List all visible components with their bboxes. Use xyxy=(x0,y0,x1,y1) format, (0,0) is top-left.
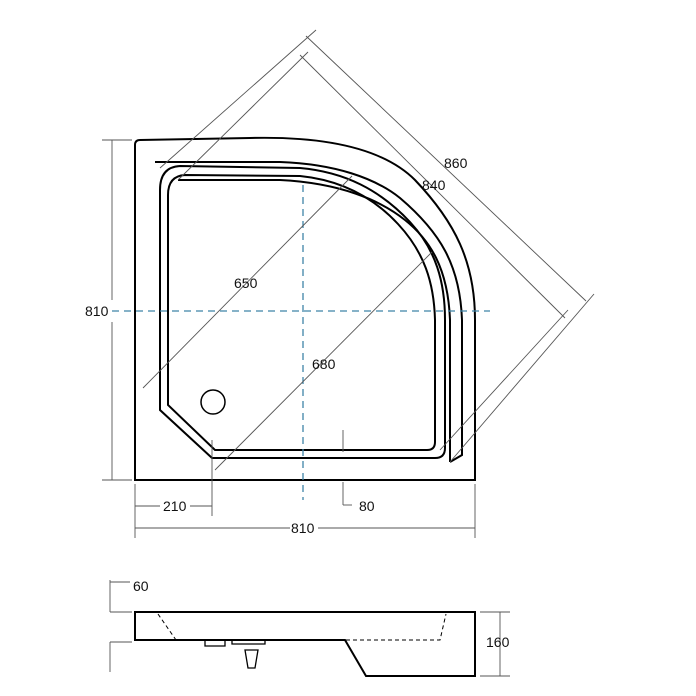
dimension-rim-80 xyxy=(342,430,352,506)
label-outer-width-810: 810 xyxy=(291,520,315,536)
diagonal-dimensions xyxy=(142,29,595,516)
side-drain-body xyxy=(204,640,266,647)
label-corner-210: 210 xyxy=(163,498,187,514)
diag-840-line xyxy=(299,54,566,319)
basin-inner-outline xyxy=(167,173,436,451)
drain-circle xyxy=(200,389,226,415)
diag-840-ext-bottom xyxy=(439,309,569,451)
label-outer-height-810: 810 xyxy=(85,303,109,319)
diag-840-ext-top xyxy=(177,51,309,181)
label-diagonal-840: 840 xyxy=(422,177,446,193)
side-profile-outline xyxy=(134,611,476,677)
dimension-width-810 xyxy=(134,484,476,538)
side-drain-pipe xyxy=(244,649,259,669)
label-diagonal-860: 860 xyxy=(444,155,468,171)
diag-650-line xyxy=(142,175,353,389)
diag-860-ext-top xyxy=(159,29,317,169)
side-hidden-basin xyxy=(157,613,447,641)
diag-860-line xyxy=(305,35,587,302)
label-radius-680: 680 xyxy=(312,356,336,372)
tray-outer-outline xyxy=(134,136,476,481)
plan-view: 860 840 650 680 810 210 80 810 xyxy=(85,29,595,538)
dimension-height-810 xyxy=(102,139,132,481)
label-total-height-160: 160 xyxy=(486,634,510,650)
dimension-total-height-160 xyxy=(480,611,510,677)
diag-680-line xyxy=(214,251,433,471)
dimension-rim-height-60 xyxy=(109,580,132,672)
tray-rim-outline xyxy=(155,161,463,463)
label-rim-80: 80 xyxy=(359,498,375,514)
side-view: 60 160 xyxy=(109,578,510,677)
basin-outer-outline xyxy=(159,164,446,459)
diag-860-ext-bottom xyxy=(449,293,595,463)
label-inner-650: 650 xyxy=(234,275,258,291)
label-rim-height-60: 60 xyxy=(133,578,149,594)
